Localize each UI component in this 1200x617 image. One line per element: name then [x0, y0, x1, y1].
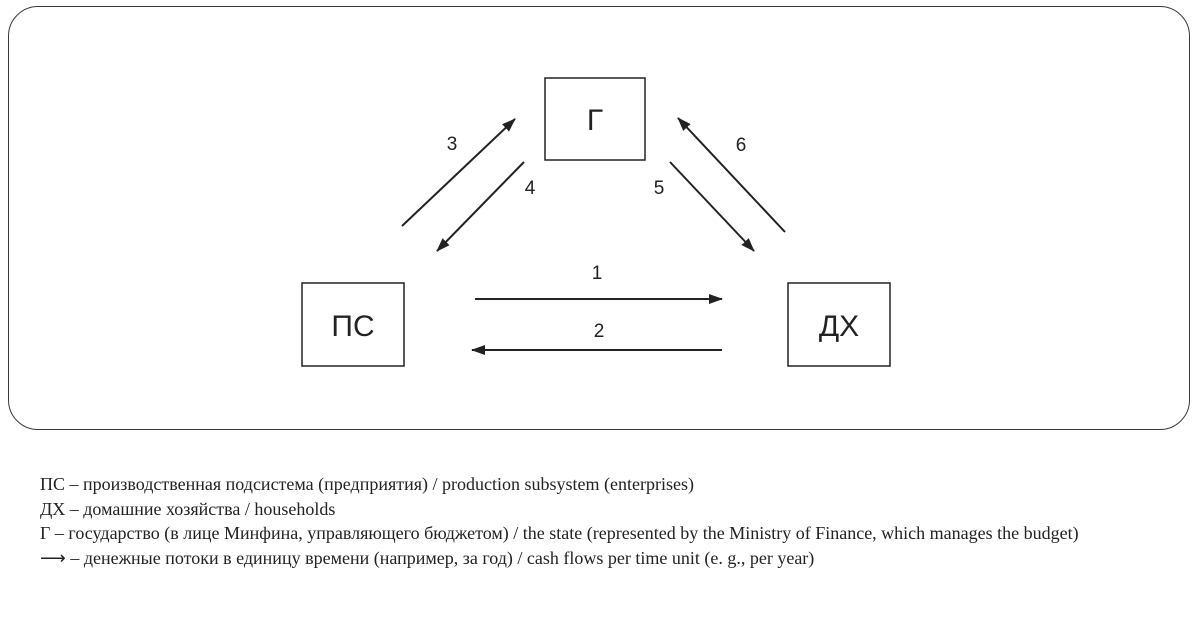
- flow-arrow-6: [677, 117, 786, 233]
- legend-production: ПС – производственная подсистема (предпр…: [40, 474, 694, 494]
- flow-arrow-3: [401, 118, 516, 227]
- legend-arrow: ⟶ – денежные потоки в единицу времени (н…: [0, 546, 1196, 571]
- flow-label-5: 5: [654, 178, 665, 199]
- flow-label-4: 4: [525, 178, 536, 199]
- legend: ПС – производственная подсистема (предпр…: [0, 472, 1196, 570]
- flow-arrow-4: [436, 161, 525, 252]
- flow-label-3: 3: [447, 134, 458, 155]
- flow-diagram: Г ПС ДХ 1 2 3 4 5 6: [301, 77, 891, 367]
- legend-arrow-text: – денежные потоки в единицу времени (нап…: [65, 547, 815, 568]
- households-node-box: [787, 282, 891, 367]
- households-node-label: ДХ: [819, 310, 859, 343]
- state-node-label: Г: [587, 104, 603, 137]
- arrow-symbol-icon: ⟶: [40, 547, 66, 568]
- legend-state: Г – государство (в лице Минфина, управля…: [40, 523, 1079, 543]
- flow-label-6: 6: [736, 135, 747, 156]
- production-node-box: [301, 282, 405, 367]
- state-node-box: [544, 77, 646, 161]
- production-node-label: ПС: [331, 310, 374, 343]
- diagram-frame: [8, 6, 1190, 430]
- flow-label-1: 1: [592, 263, 603, 284]
- legend-households: ДХ – домашние хозяйства / households: [40, 498, 336, 519]
- flow-arrow-5: [669, 161, 755, 252]
- flow-label-2: 2: [594, 321, 605, 342]
